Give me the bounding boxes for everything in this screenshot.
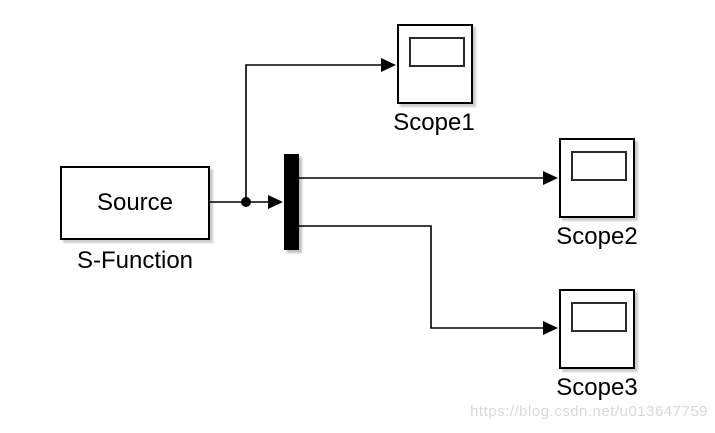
- arrowhead-icon: [543, 171, 558, 185]
- scope3-block-name[interactable]: Scope3: [556, 374, 638, 401]
- scope3-block[interactable]: [559, 289, 635, 369]
- arrowhead-icon: [268, 195, 283, 209]
- scope2-block-name[interactable]: Scope2: [556, 223, 638, 250]
- sfunction-block[interactable]: Source: [60, 166, 210, 240]
- sfunction-block-name[interactable]: S-Function: [76, 247, 194, 274]
- sfunction-block-label: Source: [96, 189, 174, 216]
- scope2-block[interactable]: [559, 138, 635, 218]
- demux-block[interactable]: [284, 154, 299, 250]
- scope1-block-name[interactable]: Scope1: [393, 109, 475, 136]
- arrowhead-icon: [381, 58, 396, 72]
- wire-demux-to-scope3[interactable]: [299, 225, 544, 329]
- scope1-block[interactable]: [397, 24, 473, 104]
- arrowhead-icon: [543, 321, 558, 335]
- scope-display-icon: [409, 37, 465, 67]
- scope-display-icon: [571, 151, 627, 181]
- wire-branch-to-scope1[interactable]: [245, 64, 382, 202]
- branch-point-dot: [241, 197, 251, 207]
- scope-display-icon: [571, 302, 627, 332]
- watermark-text: https://blog.csdn.net/u013647759: [470, 403, 708, 420]
